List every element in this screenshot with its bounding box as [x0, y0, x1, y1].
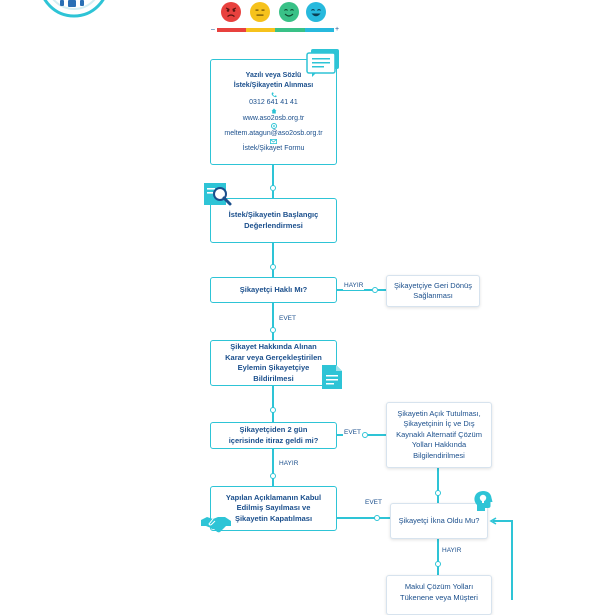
loop-line [493, 520, 513, 522]
feedback-return-node: Şikayetçiye Geri Dönüş Sağlanması [386, 275, 480, 307]
node-text-line: Yolları Hakkında [411, 440, 467, 450]
node-text-line: Sağlanması [413, 291, 453, 300]
receive-request-node: Yazılı veya Sözlü İstek/Şikayetin Alınma… [210, 59, 337, 165]
hayir-label: HAYIR [343, 282, 365, 290]
connector [272, 303, 274, 340]
connector-dot [270, 264, 276, 270]
branch-line [378, 289, 386, 291]
node-text-line: Şikayetçiye Geri Dönüş [394, 280, 472, 290]
connector [272, 270, 274, 277]
envelope-icon [270, 138, 277, 144]
chat-bubble-icon [306, 49, 339, 77]
node-text-line: Şikayetçi Haklı Mı? [239, 284, 308, 294]
connector [437, 468, 439, 503]
branch-line [336, 289, 372, 291]
node-text-line: Şikayet Hakkında Alınan [230, 342, 317, 351]
hayir-label: HAYIR [441, 547, 463, 555]
plus-symbol: + [335, 26, 340, 33]
neutral-face-icon [250, 2, 270, 22]
connector [272, 449, 274, 486]
connector-dot [372, 287, 378, 293]
arrow-left-icon [489, 517, 497, 525]
hayir-label: HAYIR [278, 460, 300, 468]
node-text-line: Şikayetçinin İç ve Dış [403, 419, 475, 429]
close-complaint-node: Yapılan Açıklamanın Kabul Edilmiş Sayılm… [210, 486, 337, 531]
minus-symbol: – [211, 26, 215, 33]
node-text-line: İstek/Şikayetin Başlangıç [228, 210, 319, 219]
node-text-line: Değerlendirmesi [244, 220, 303, 230]
evet-label: EVET [278, 315, 297, 323]
node-text-line: Kaynaklı Alternatif Çözüm [396, 429, 482, 439]
node-text-line: Edilmiş Sayılması ve [236, 503, 311, 513]
node-text-line: Şikayetçiden 2 gün [239, 425, 308, 434]
node-text-line: Bildirilmesi [253, 373, 294, 383]
alternative-solutions-node: Makul Çözüm Yolları Tükenene veya Müşter… [386, 575, 492, 615]
home-icon [271, 108, 276, 113]
connector-dot [270, 473, 276, 479]
convinced-question-node: Şikayetçi İkna Oldu Mu? [390, 503, 488, 539]
handshake-icon [201, 517, 231, 533]
node-text-line: Şikayetçi İkna Oldu Mu? [398, 515, 480, 525]
connector-dot [270, 407, 276, 413]
connector [437, 539, 439, 575]
open-complaint-node: Şikayetin Açık Tutulması, Şikayetçinin İ… [386, 402, 492, 468]
node-text-line: Karar veya Gerçekleştirilen [225, 352, 322, 362]
node-text-line: içerisinde itiraz geldi mi? [228, 435, 319, 445]
objection-question-node: Şikayetçiden 2 gün içerisinde itiraz gel… [210, 422, 337, 449]
connector-dot [362, 432, 368, 438]
node-text-line: Yapılan Açıklamanın Kabul [225, 492, 322, 502]
phone-icon [271, 92, 276, 98]
branch-line [336, 517, 390, 519]
bar-red [217, 28, 246, 32]
connector-dot [435, 490, 441, 496]
bar-yellow [246, 28, 275, 32]
web-address: www.aso2osb.org.tr [242, 114, 305, 122]
receive-title-line: Yazılı veya Sözlü [245, 72, 302, 79]
form-name: İstek/Şikayet Formu [242, 144, 305, 152]
connector-dot [374, 515, 380, 521]
document-icon [322, 365, 342, 389]
connector [272, 386, 274, 422]
evet-label: EVET [343, 429, 362, 437]
node-text-line: Bilgilendirilmesi [413, 450, 465, 460]
head-idea-icon [474, 491, 493, 511]
node-text-line: Şikayetin Açık Tutulması, [397, 408, 481, 418]
node-text-line: Eylemin Şikayetçiye [237, 363, 310, 372]
node-text-line: Tükenene veya Müşteri [400, 592, 478, 602]
connector [272, 191, 274, 198]
connector [272, 165, 274, 186]
angry-face-icon [221, 2, 241, 22]
smile-face-icon [279, 2, 299, 22]
happy-face-icon [306, 2, 326, 22]
bar-cyan [305, 28, 334, 32]
receive-title-line: İstek/Şikayetin Alınması [233, 81, 314, 89]
connector-dot [435, 561, 441, 567]
node-text-line: Şikayetin Kapatılması [234, 513, 313, 523]
magnifier-document-icon [204, 183, 232, 206]
evet-label: EVET [364, 499, 383, 507]
bar-green [275, 28, 305, 32]
initial-evaluation-node: İstek/Şikayetin Başlangıç Değerlendirmes… [210, 198, 337, 243]
email-address: meltem.atagun@aso2osb.org.tr [224, 130, 323, 137]
loop-line [511, 520, 513, 600]
gear-badge-icon [43, 0, 105, 18]
connector-dot [270, 185, 276, 191]
justified-question-node: Şikayetçi Haklı Mı? [210, 277, 337, 303]
email-icon [270, 123, 277, 129]
connector-dot [270, 327, 276, 333]
notify-decision-node: Şikayet Hakkında Alınan Karar veya Gerçe… [210, 340, 337, 386]
node-text-line: Makul Çözüm Yolları [404, 582, 474, 591]
connector [272, 243, 274, 265]
branch-line [368, 434, 386, 436]
phone-number: 0312 641 41 41 [249, 99, 298, 106]
